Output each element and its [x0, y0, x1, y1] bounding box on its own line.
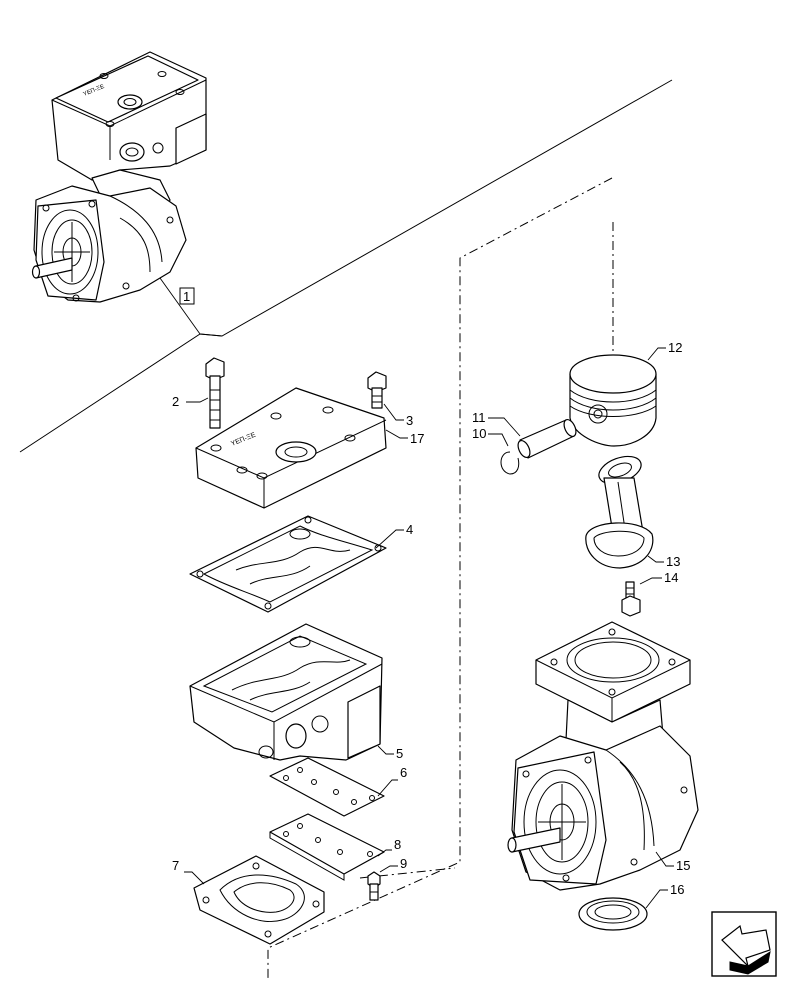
callout-15: 15 — [676, 858, 690, 873]
arrow-next-icon[interactable] — [711, 911, 777, 977]
item-6-cover-gasket — [269, 757, 398, 817]
item-4-gasket — [189, 515, 404, 613]
callout-1: 1 — [183, 289, 190, 304]
item-3-short-bolt — [367, 371, 404, 421]
item-5-valve-plate — [189, 623, 394, 761]
item-2-long-bolt — [186, 357, 225, 429]
item-8-cover-plate — [269, 813, 392, 881]
item-13-connecting-rod — [585, 455, 664, 569]
callout-3: 3 — [406, 413, 413, 428]
item-7-base-gasket — [184, 855, 325, 945]
item-14-rod-bolt — [621, 577, 662, 617]
callout-6: 6 — [400, 765, 407, 780]
callout-2: 2 — [172, 394, 179, 409]
callout-9: 9 — [400, 856, 407, 871]
callout-labels: 1 2 3 4 5 6 7 8 9 10 11 12 13 14 15 16 1… — [172, 287, 690, 897]
item-15-crankcase — [507, 621, 699, 891]
callout-14: 14 — [664, 570, 678, 585]
callout-box-1 — [179, 287, 195, 305]
callout-10: 10 — [472, 426, 486, 441]
callout-7: 7 — [172, 858, 179, 873]
callout-11: 11 — [472, 410, 486, 425]
item-16-seal-ring — [578, 889, 668, 931]
item-17-cylinder-head: ΥΕΠ-ΞΕ — [195, 387, 408, 509]
section-divider — [19, 79, 673, 453]
callout-8: 8 — [394, 837, 401, 852]
item-12-piston — [569, 347, 666, 447]
item-9-small-bolt — [367, 865, 398, 901]
item-10-circlip — [488, 433, 520, 475]
callout-12: 12 — [668, 340, 682, 355]
callout-5: 5 — [396, 746, 403, 761]
compressor-assembly: ΥΕΠ-ΞΕ — [31, 51, 207, 303]
item-11-piston-pin — [488, 417, 577, 459]
callout-16: 16 — [670, 882, 684, 897]
callout-17: 17 — [410, 431, 424, 446]
callout-13: 13 — [666, 554, 680, 569]
alignment-lines — [267, 177, 614, 978]
callout-4: 4 — [406, 522, 413, 537]
